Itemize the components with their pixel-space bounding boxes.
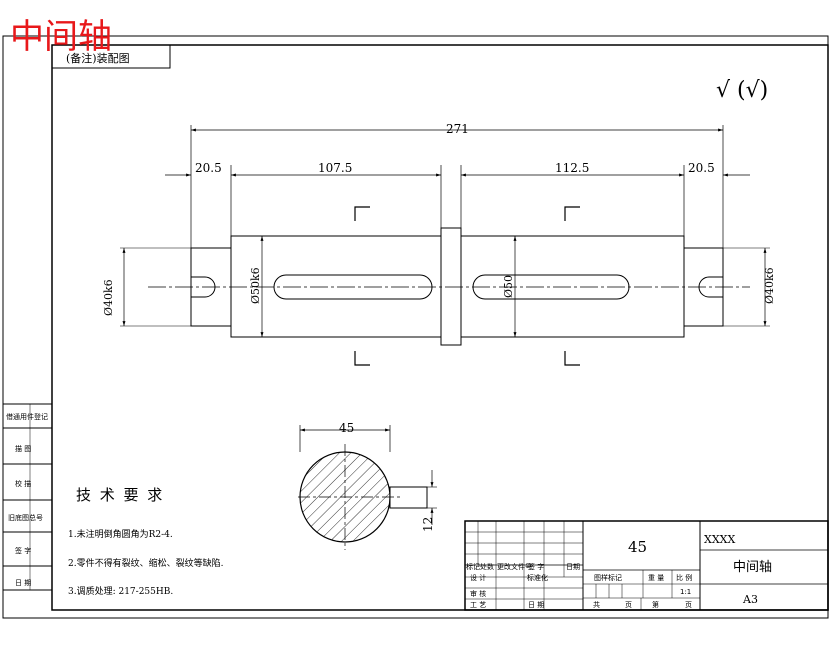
dim-overall-length: 271: [446, 122, 469, 136]
tech-item-2: 2.零件不得有裂纹、缩松、裂纹等缺陷.: [68, 557, 224, 569]
tb-part-name: 中间轴: [733, 560, 772, 575]
view-label-box: [51, 44, 171, 69]
tb-review-label: 审 核: [470, 589, 486, 598]
tb-date-label: 日 期: [528, 601, 544, 609]
title-block: [464, 520, 829, 611]
side-label-1: 借通用件登记: [6, 412, 48, 421]
tb-total-label: 共: [593, 600, 600, 609]
overlay-title: 中间轴: [10, 17, 112, 57]
inner-frame: [51, 44, 829, 611]
tb-scale-label: 比 例: [676, 573, 692, 582]
left-body: [230, 235, 442, 338]
tb-drawing-number: XXXX: [704, 533, 735, 546]
dim-right-body-diameter: Ø50: [502, 275, 515, 298]
left-keyway: [273, 274, 433, 300]
side-label-5: 签 字: [15, 546, 31, 555]
right-keyway: [472, 274, 630, 300]
dim-keyway-width: 12: [421, 517, 435, 532]
dim-body-diameter: Ø50k6: [249, 267, 262, 304]
tb-material: 45: [628, 538, 647, 556]
dim-left-end-length: 20.5: [195, 161, 222, 175]
tb-process-label: 工 艺: [470, 601, 486, 609]
tb-header-3: 签 字: [528, 562, 544, 571]
dim-left-journal-diameter: Ø40k6: [102, 279, 115, 316]
tb-weight-label: 重 量: [648, 574, 664, 582]
dim-right-body-length: 112.5: [555, 161, 589, 175]
dim-right-journal-diameter: Ø40k6: [763, 267, 776, 304]
shaft-view: [120, 125, 770, 366]
tech-item-1: 1.未注明倒角圆角为R2-4.: [68, 528, 173, 540]
tech-heading: 技 术 要 求: [76, 486, 164, 504]
dim-right-end-length: 20.5: [688, 161, 715, 175]
tb-header-1: 标记处数: [466, 562, 494, 571]
tb-page-unit: 页: [685, 601, 692, 609]
tb-page-label: 第: [652, 600, 659, 609]
side-label-6: 日 期: [15, 579, 31, 587]
view-label: (备注)装配图: [66, 51, 130, 65]
dim-section-width: 45: [339, 421, 354, 435]
side-label-3: 校 描: [15, 479, 31, 488]
side-label-4: 旧底图总号: [8, 513, 43, 522]
tb-scale: 1:1: [680, 588, 691, 596]
side-label-2: 描 图: [15, 444, 31, 453]
shoulder: [440, 227, 462, 346]
right-journal: [683, 247, 724, 327]
tb-standardize-label: 标准化: [527, 573, 548, 582]
surface-finish-symbol: √ (√): [716, 78, 768, 103]
dim-left-body-length: 107.5: [318, 161, 352, 175]
tb-sheet-unit: 页: [625, 601, 632, 609]
side-table: [2, 403, 53, 591]
right-end-keyway: [698, 276, 723, 298]
tb-header-2: 更改文件号: [497, 562, 532, 571]
left-end-keyway: [191, 276, 216, 298]
right-body: [460, 235, 685, 338]
tech-item-3: 3.调质处理: 217-255HB.: [68, 585, 173, 597]
tb-design-label: 设 计: [470, 573, 486, 582]
tb-stage-label: 图样标记: [594, 573, 622, 582]
section-view: [298, 425, 437, 550]
tb-sheet-size: A3: [742, 593, 758, 606]
tb-header-4: 日期: [566, 563, 580, 571]
